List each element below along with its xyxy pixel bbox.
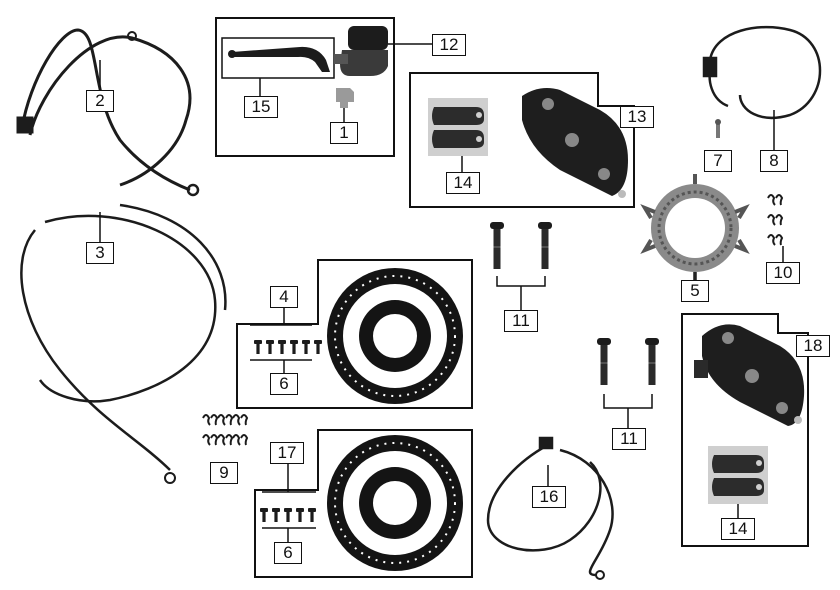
- disc-group-box-4: [236, 259, 473, 409]
- disc-bolts-6-drawing-bottom: [260, 508, 316, 522]
- part-label-10: 10: [766, 262, 800, 284]
- part-label-11-right: 11: [612, 428, 646, 450]
- clips-9-drawing: [202, 414, 248, 446]
- part-label-6-bottom: 6: [274, 542, 302, 564]
- clips-10-drawing: [767, 194, 783, 246]
- brake-lever-drawing: [228, 46, 330, 72]
- part-label-13: 13: [620, 106, 654, 128]
- master-cylinder-drawing: [334, 26, 388, 76]
- master-cylinder-group-box: [215, 17, 395, 157]
- part-label-16: 16: [532, 486, 566, 508]
- part-label-2: 2: [86, 90, 114, 112]
- bolts-11-drawing-center: [489, 221, 553, 270]
- part-label-5: 5: [681, 280, 709, 302]
- caliper-group-box-18: [681, 313, 809, 547]
- part-label-4: 4: [270, 286, 298, 308]
- brake-pads-drawing-top: [428, 98, 488, 156]
- part-label-11-center: 11: [504, 310, 538, 332]
- sensor-cable-8-drawing: [702, 25, 822, 120]
- bolts-11-drawing-right: [596, 337, 660, 386]
- brake-pads-drawing-right: [708, 446, 768, 504]
- part-label-3: 3: [86, 242, 114, 264]
- part-label-14-right: 14: [721, 518, 755, 540]
- brake-caliper-drawing-top: [522, 88, 628, 198]
- part-label-6-top: 6: [270, 373, 298, 395]
- part-label-7: 7: [704, 150, 732, 172]
- part-label-12: 12: [432, 34, 466, 56]
- part-label-9: 9: [210, 462, 238, 484]
- abs-tone-ring-drawing: [640, 174, 750, 282]
- brake-disc-drawing-17: [327, 435, 463, 571]
- part-label-17: 17: [270, 442, 304, 464]
- bolt-7-drawing: [715, 119, 721, 138]
- part-label-8: 8: [760, 150, 788, 172]
- small-part-1-drawing: [336, 88, 354, 108]
- disc-bolts-6-drawing-top: [254, 340, 322, 354]
- part-label-1: 1: [330, 122, 358, 144]
- brake-hose-3-drawing: [20, 203, 227, 484]
- disc-group-box-17: [254, 429, 473, 578]
- part-label-14-top: 14: [446, 172, 480, 194]
- brake-caliper-drawing-right: [694, 324, 805, 426]
- brake-hose-2-drawing: [16, 28, 200, 197]
- brake-disc-drawing-4: [327, 268, 463, 404]
- part-label-15: 15: [244, 96, 278, 118]
- brake-hose-16-drawing: [486, 436, 614, 580]
- part-label-18: 18: [796, 335, 830, 357]
